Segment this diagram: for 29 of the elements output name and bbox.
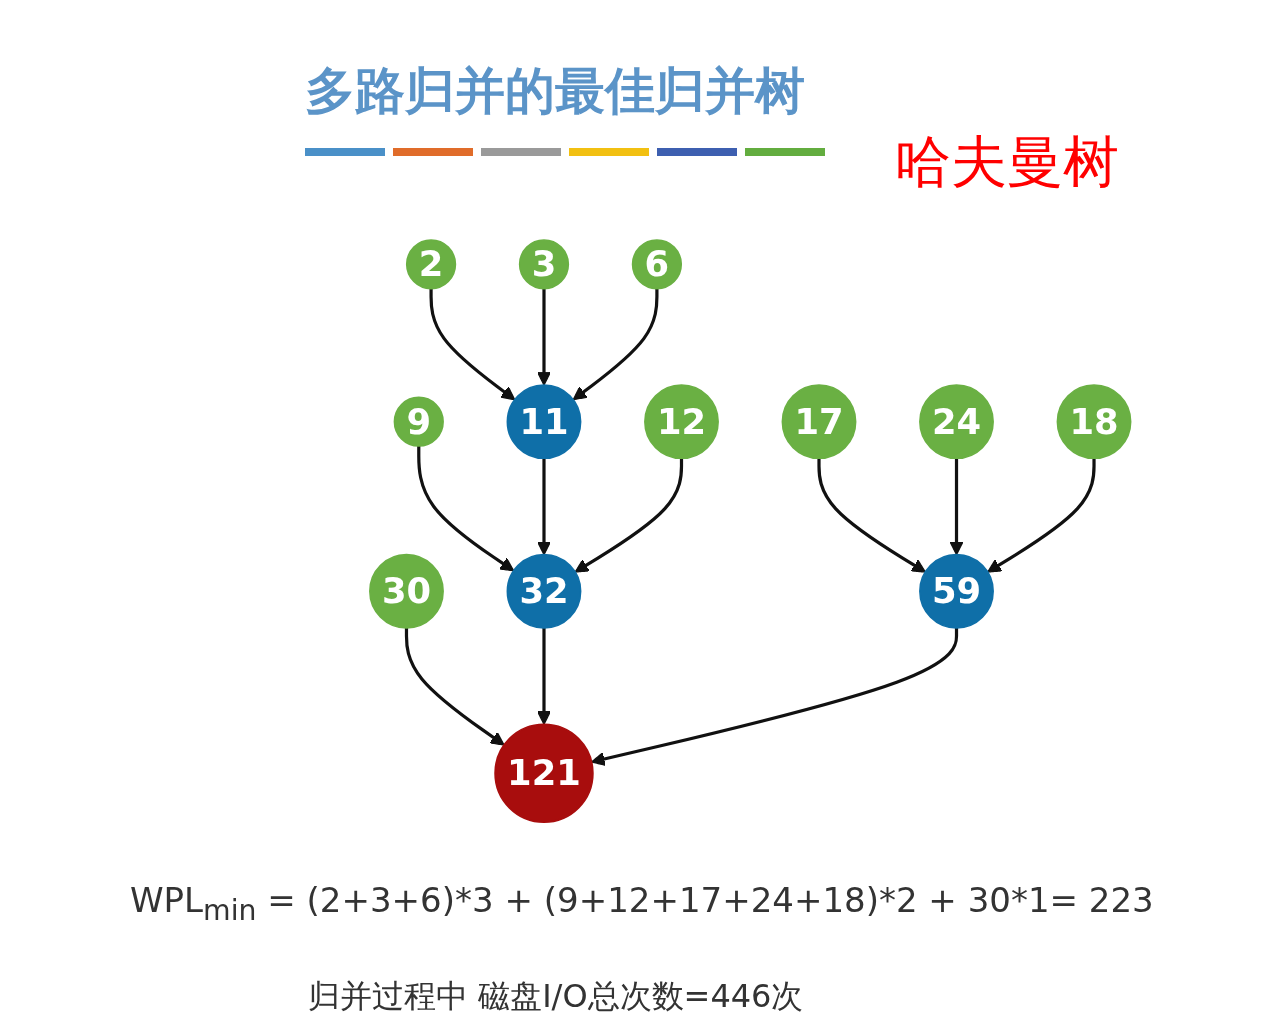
arrow <box>536 288 551 386</box>
arrow <box>572 288 659 401</box>
node-circle: 24 <box>918 384 994 460</box>
arrow <box>949 458 964 556</box>
node-circle: 121 <box>494 723 594 823</box>
arrow <box>536 458 551 556</box>
note: 哈夫曼树 <box>895 128 1119 196</box>
arrow <box>817 458 926 573</box>
formula: WPL$_{min}$ = (2+3+6)*3 + (9+12+17+24+18)*2 + 30*1= 223 <box>130 880 1154 927</box>
node-circle: 59 <box>918 553 994 629</box>
node-circle: 11 <box>506 384 582 460</box>
node-circle: 18 <box>1056 384 1132 460</box>
arrow <box>590 627 958 766</box>
node-circle: 2 <box>405 239 456 290</box>
arrow <box>429 288 516 401</box>
note: 归并过程中 磁盘I/O总次数=446次 <box>308 976 804 1017</box>
title: 多路归并的最佳归并树 <box>305 61 805 122</box>
node-circle: 30 <box>368 553 444 629</box>
node-circle: 12 <box>643 384 719 460</box>
arrow <box>536 627 551 725</box>
arrow <box>986 458 1096 573</box>
arrow <box>404 627 505 746</box>
arrow <box>416 446 515 572</box>
node-circle: 32 <box>506 553 582 629</box>
node-circle: 9 <box>393 396 444 447</box>
node-circle: 3 <box>518 239 569 290</box>
node-circle: 17 <box>781 384 857 460</box>
arrow <box>574 458 683 573</box>
node-circle: 6 <box>631 239 682 290</box>
